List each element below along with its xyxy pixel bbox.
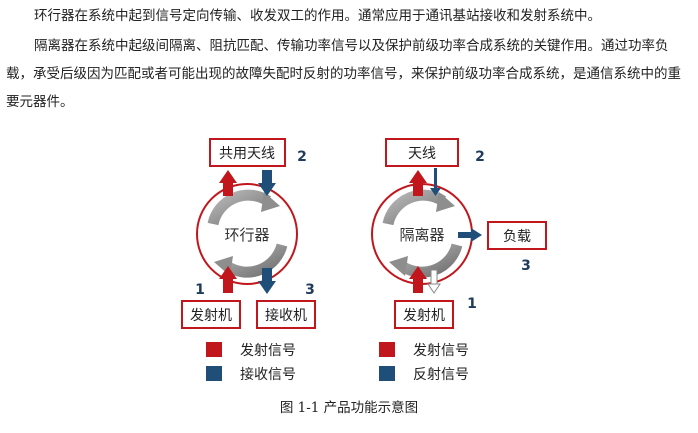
isolator-legend-swatch-reflect [379, 366, 395, 381]
isolator-rotation-icon [382, 189, 463, 278]
paragraph-isolator: 隔离器在系统中起级间隔离、阻抗匹配、传输功率信号以及保护前级功率合成系统的关键作… [6, 38, 681, 110]
isolator-port-load: 3 [521, 258, 531, 274]
circulator-port-antenna: 2 [297, 149, 307, 165]
isolator-port-antenna: 2 [475, 149, 485, 165]
isolator-load-arrow [458, 228, 482, 242]
circulator-rx-label: 接收机 [265, 307, 307, 324]
isolator-tx-label: 发射机 [403, 308, 445, 324]
circulator-tx-arrow-in [219, 266, 237, 293]
isolator-outer-ring [371, 183, 473, 285]
isolator-port-tx: 1 [467, 296, 477, 312]
figure-caption: 图 1-1 产品功能示意图 [279, 400, 419, 416]
isolator-tx-arrow-in [409, 266, 427, 293]
circulator-port-tx: 1 [195, 282, 205, 298]
circulator-center-label: 环行器 [224, 226, 269, 244]
isolator-legend-swatch-tx [379, 342, 395, 357]
paragraph-circulator: 环行器在系统中起到信号定向传输、收发双工的作用。通常应用于通讯基站接收和发射系统… [34, 8, 601, 24]
circulator-legend-rx: 接收信号 [240, 366, 296, 383]
circulator-legend-swatch-rx [206, 366, 222, 381]
circulator-outer-ring [196, 183, 298, 285]
isolator-blocked-arrow [427, 269, 441, 294]
isolator-legend-tx: 发射信号 [413, 343, 469, 359]
circulator-legend-swatch-tx [206, 342, 222, 357]
circulator-rx-box [256, 300, 316, 329]
circulator-diagram: 环行器 共用天线 2 1 3 发射机 接收机 [181, 138, 316, 383]
isolator-antenna-box [385, 138, 459, 167]
circulator-port-rx: 3 [305, 282, 315, 298]
isolator-legend-reflect: 反射信号 [413, 367, 469, 383]
isolator-antenna-label: 天线 [408, 146, 436, 162]
circulator-antenna-label: 共用天线 [219, 146, 275, 162]
circulator-legend-tx: 发射信号 [240, 343, 296, 359]
isolator-load-box [487, 221, 547, 250]
circulator-tx-label: 发射机 [190, 308, 232, 324]
isolator-tx-arrow-up [409, 170, 427, 196]
isolator-tx-box [394, 300, 454, 329]
circulator-rx-arrow-down [258, 170, 276, 196]
isolator-diagram: 隔离器 天线 2 负载 3 1 [371, 138, 547, 383]
circulator-antenna-box [209, 138, 286, 167]
circulator-tx-box [181, 300, 241, 329]
isolator-reflect-arrow-in [430, 168, 441, 196]
isolator-center-label: 隔离器 [399, 226, 444, 244]
circulator-rx-arrow-out [258, 268, 276, 294]
isolator-load-label: 负载 [503, 229, 531, 245]
circulator-rotation-icon [207, 189, 288, 278]
circulator-tx-arrow-up [219, 170, 237, 196]
